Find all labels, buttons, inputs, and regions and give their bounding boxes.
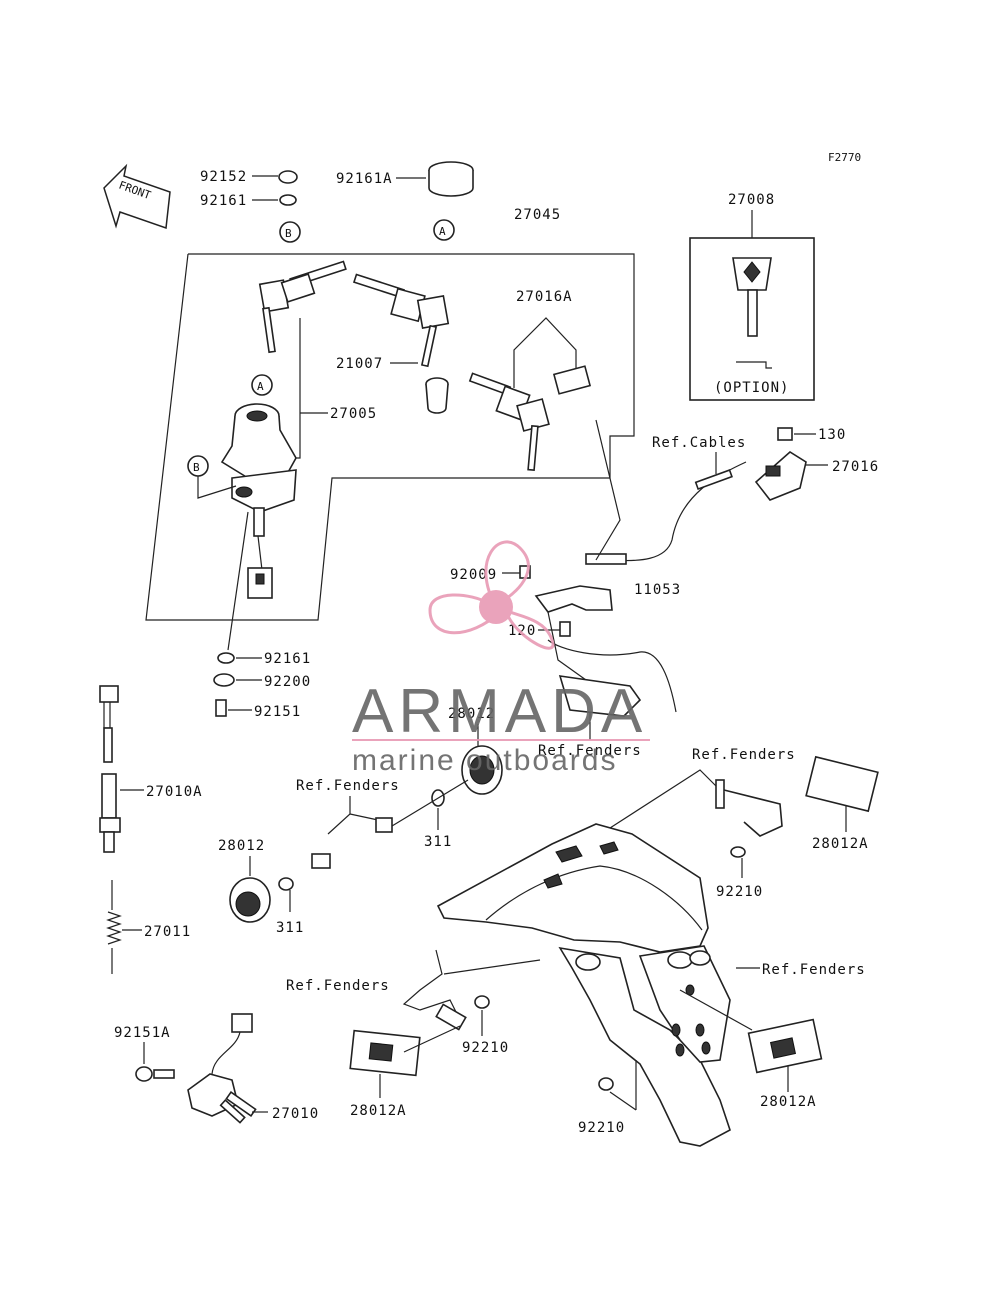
bolt-92151A[interactable] <box>135 1066 153 1082</box>
seat-lock-27016[interactable] <box>754 451 807 501</box>
label-120[interactable]: 120 <box>508 623 536 639</box>
reflector-28012-left[interactable] <box>229 877 271 923</box>
label-ref-fenders-4[interactable]: Ref.Fenders <box>286 978 390 994</box>
circle-marker-b <box>279 221 301 243</box>
watermark-brand: ARMADA <box>352 677 647 746</box>
key-set-27016A[interactable] <box>468 365 592 472</box>
label-ref-fenders-1[interactable]: Ref.Fenders <box>538 743 642 759</box>
label-ref-cables[interactable]: Ref.Cables <box>652 435 746 451</box>
front-arrow-icon: FRONT <box>103 163 171 230</box>
figure-code: F2770 <box>828 151 861 164</box>
label-ref-fenders-3[interactable]: Ref.Fenders <box>296 778 400 794</box>
circle-label-a: A <box>439 225 446 238</box>
nut-311-b[interactable] <box>278 877 294 891</box>
label-92009[interactable]: 92009 <box>450 567 497 583</box>
switch-27010A[interactable] <box>99 685 121 853</box>
washer-92161[interactable] <box>279 194 297 206</box>
label-92210-right[interactable]: 92210 <box>716 884 763 900</box>
switch-27010[interactable] <box>187 1013 257 1124</box>
label-28012-top[interactable]: 28012 <box>448 706 495 722</box>
reflector-bracket-right[interactable] <box>715 779 783 837</box>
label-27010[interactable]: 27010 <box>272 1106 319 1122</box>
bracket-11053[interactable] <box>534 585 632 691</box>
lock-cylinder-21007[interactable] <box>425 377 449 414</box>
label-92161-mid[interactable]: 92161 <box>264 651 311 667</box>
bolt-120[interactable] <box>559 621 571 637</box>
option-label: (OPTION) <box>714 380 789 396</box>
nut-92210-right[interactable] <box>730 846 746 858</box>
label-92161-top[interactable]: 92161 <box>200 193 247 209</box>
watermark: ARMADA marine outboards <box>352 540 650 777</box>
circle-marker-a2 <box>251 374 273 396</box>
key-blank-icon[interactable] <box>732 257 772 337</box>
label-28012-left[interactable]: 28012 <box>218 838 265 854</box>
reflector-bracket-left[interactable] <box>402 949 541 1031</box>
label-27010A[interactable]: 27010A <box>146 784 203 800</box>
circle-label-b: B <box>285 227 292 240</box>
label-130[interactable]: 130 <box>818 427 846 443</box>
bolt-130[interactable] <box>777 427 793 441</box>
label-92200[interactable]: 92200 <box>264 674 311 690</box>
label-28012A-right[interactable]: 28012A <box>812 836 869 852</box>
bushing-upper[interactable] <box>375 817 393 833</box>
washer-92200[interactable] <box>213 673 235 687</box>
bolt-92151[interactable] <box>215 699 227 717</box>
label-21007[interactable]: 21007 <box>336 356 383 372</box>
circle-label-b2: B <box>193 461 200 474</box>
label-28012A-bl[interactable]: 28012A <box>350 1103 407 1119</box>
kit-outline-27045 <box>145 253 635 621</box>
label-311-a[interactable]: 311 <box>424 834 452 850</box>
circle-label-a2: A <box>257 380 264 393</box>
label-27005[interactable]: 27005 <box>330 406 377 422</box>
label-92151[interactable]: 92151 <box>254 704 301 720</box>
circle-marker-a <box>433 219 455 241</box>
label-27008[interactable]: 27008 <box>728 192 775 208</box>
label-27016A[interactable]: 27016A <box>516 289 573 305</box>
reflector-28012-top[interactable] <box>461 745 503 795</box>
label-11053[interactable]: 11053 <box>634 582 681 598</box>
label-27045[interactable]: 27045 <box>514 207 561 223</box>
reflector-28012A-right[interactable] <box>805 755 879 813</box>
watermark-tagline: marine outboards <box>352 744 617 777</box>
label-92151A[interactable]: 92151A <box>114 1025 171 1041</box>
label-ref-fenders-2[interactable]: Ref.Fenders <box>692 747 796 763</box>
nut-92161[interactable] <box>217 652 235 664</box>
cable-end[interactable] <box>585 553 627 565</box>
propeller-logo <box>428 540 555 650</box>
label-ref-fenders-5[interactable]: Ref.Fenders <box>762 962 866 978</box>
washer-92152[interactable] <box>278 170 298 184</box>
label-27016[interactable]: 27016 <box>832 459 879 475</box>
label-27011[interactable]: 27011 <box>144 924 191 940</box>
key-set-middle[interactable] <box>352 273 450 368</box>
label-92210-bottom[interactable]: 92210 <box>578 1120 625 1136</box>
rear-fender <box>436 823 731 1147</box>
nut-92210-bottom[interactable] <box>598 1077 614 1091</box>
label-92152[interactable]: 92152 <box>200 169 247 185</box>
label-92161A[interactable]: 92161A <box>336 171 393 187</box>
ignition-switch-27005[interactable] <box>220 403 297 599</box>
collar-92161A[interactable] <box>428 161 474 197</box>
label-92210-mid[interactable]: 92210 <box>462 1040 509 1056</box>
label-311-b[interactable]: 311 <box>276 920 304 936</box>
bushing-lower[interactable] <box>311 853 331 869</box>
key-set-left[interactable] <box>258 260 347 354</box>
spring-27011[interactable] <box>106 880 122 974</box>
nut-92210-mid[interactable] <box>474 995 490 1009</box>
label-28012A-br[interactable]: 28012A <box>760 1094 817 1110</box>
rear-seat-frame <box>558 675 642 717</box>
